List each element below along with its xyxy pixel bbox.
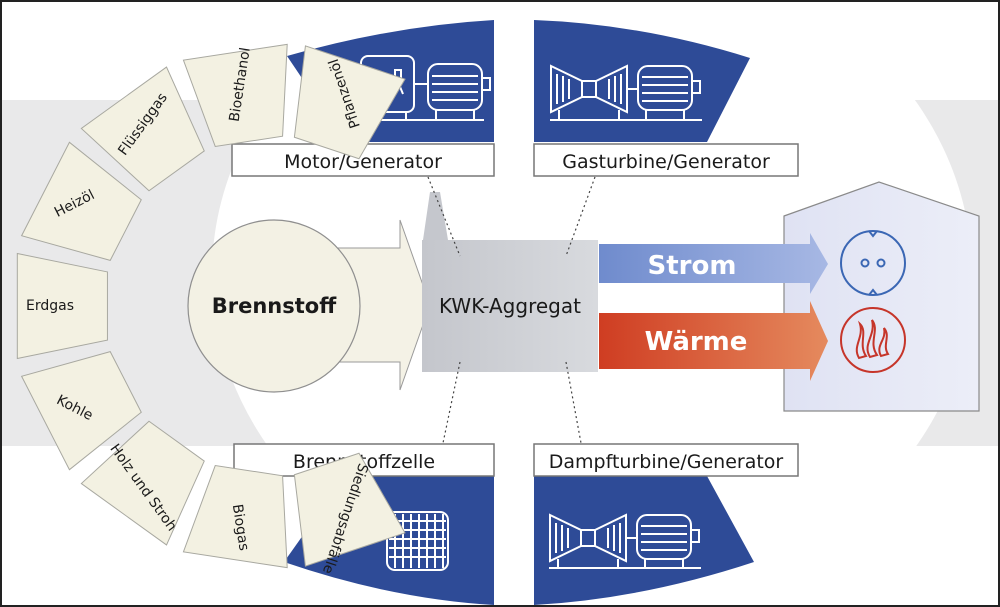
panel-top-right <box>534 20 750 142</box>
fuel-source-wedge <box>293 452 406 567</box>
fuel-hub-label: Brennstoff <box>212 294 337 318</box>
fuel-source-label: Erdgas <box>26 298 74 314</box>
house <box>783 181 980 412</box>
fuel-arrow <box>331 219 431 391</box>
tech-label-text: Gasturbine/Generator <box>562 151 770 173</box>
chp-unit <box>422 240 598 372</box>
electricity-arrow <box>599 233 828 294</box>
fuel-source-wedge <box>16 252 108 360</box>
heat-arrow <box>599 301 828 381</box>
fuel-hub-circle <box>187 219 361 393</box>
electricity-label: Strom <box>648 251 737 281</box>
fuel-source-wedge <box>182 464 288 569</box>
heat-flame-icon <box>840 307 906 373</box>
steam-turbine-generator-icon <box>549 513 701 569</box>
fuel-source-wedge <box>20 350 142 471</box>
power-socket-icon <box>840 230 906 296</box>
fuel-source-wedge <box>293 45 406 160</box>
fuel-source-wedge <box>20 141 142 262</box>
tech-label-top-right: Gasturbine/Generator <box>533 143 799 177</box>
fuel-source-wedge <box>182 43 288 148</box>
tech-label-text: Motor/Generator <box>284 151 442 173</box>
chimney <box>423 192 448 240</box>
connector-lines <box>427 176 596 444</box>
fuel-source-wedge <box>80 66 205 192</box>
fuel-source-list: PflanzenölBioethanolFlüssiggasHeizölErdg… <box>16 43 406 576</box>
heat-label: Wärme <box>645 327 748 357</box>
panel-bottom-right <box>534 476 754 605</box>
tech-label-text: Dampfturbine/Generator <box>549 451 784 473</box>
fuel-source-label: Biogas <box>229 503 252 552</box>
fuel-source-wedge <box>80 420 205 546</box>
chp-unit-label: KWK-Aggregat <box>439 294 581 318</box>
tech-label-bottom-right: Dampfturbine/Generator <box>533 443 799 477</box>
gas-turbine-generator-icon <box>550 64 702 121</box>
